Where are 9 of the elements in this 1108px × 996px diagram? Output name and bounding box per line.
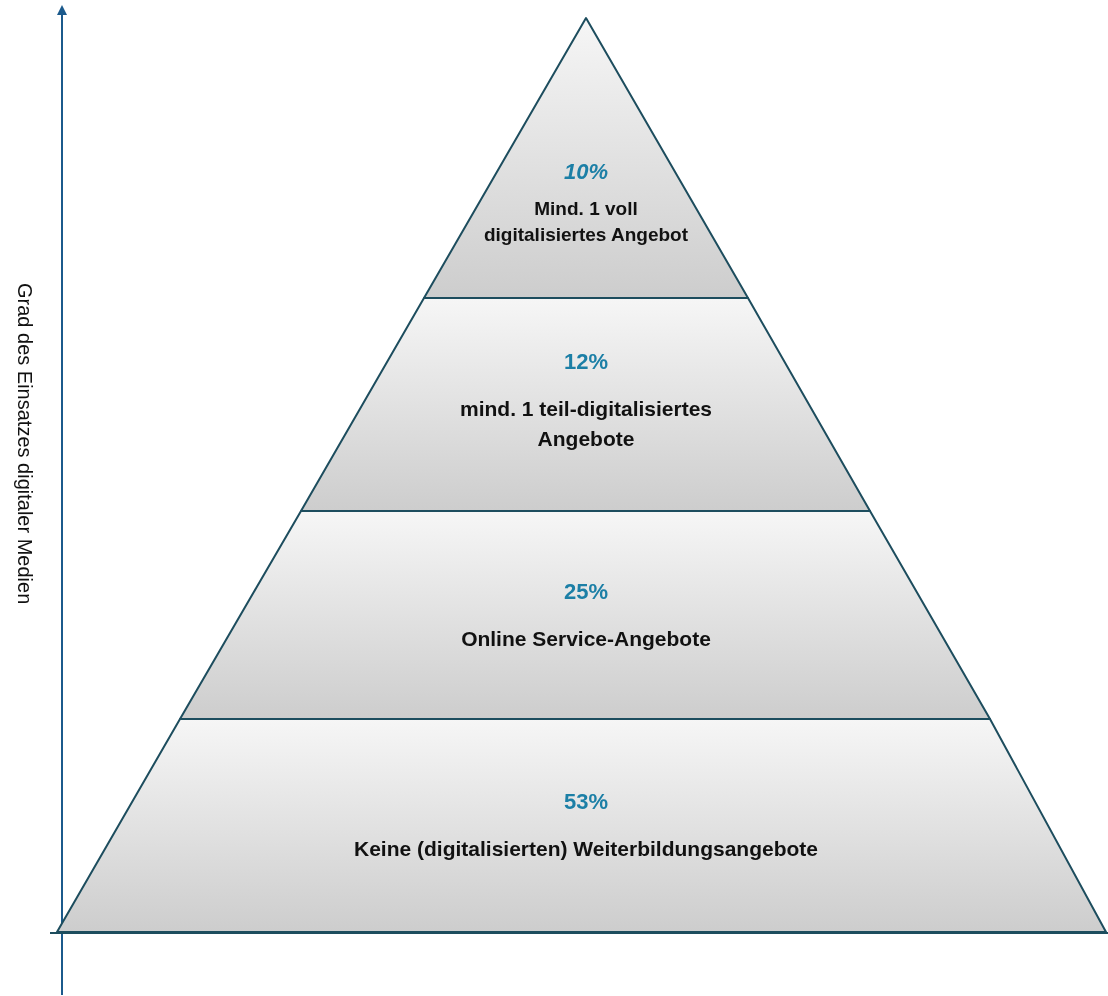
tier-label: Keine (digitalisierten) Weiterbildungsangebote [354, 836, 818, 862]
percentage-value: 53% [563, 788, 608, 816]
percentage-value: 25% [563, 578, 608, 606]
tier-label: Online Service-Angebote [461, 626, 711, 652]
tier-label: mind. 1 teil-digitalisiertes Angebote [458, 396, 714, 452]
tier-label: Mind. 1 voll digitalisiertes Angebot [482, 197, 690, 247]
percentage-value: 12% [563, 348, 608, 376]
percentage-value: 10% [563, 158, 608, 186]
axis-title: Grad des Einsatzes digitaler Medien [13, 283, 36, 605]
